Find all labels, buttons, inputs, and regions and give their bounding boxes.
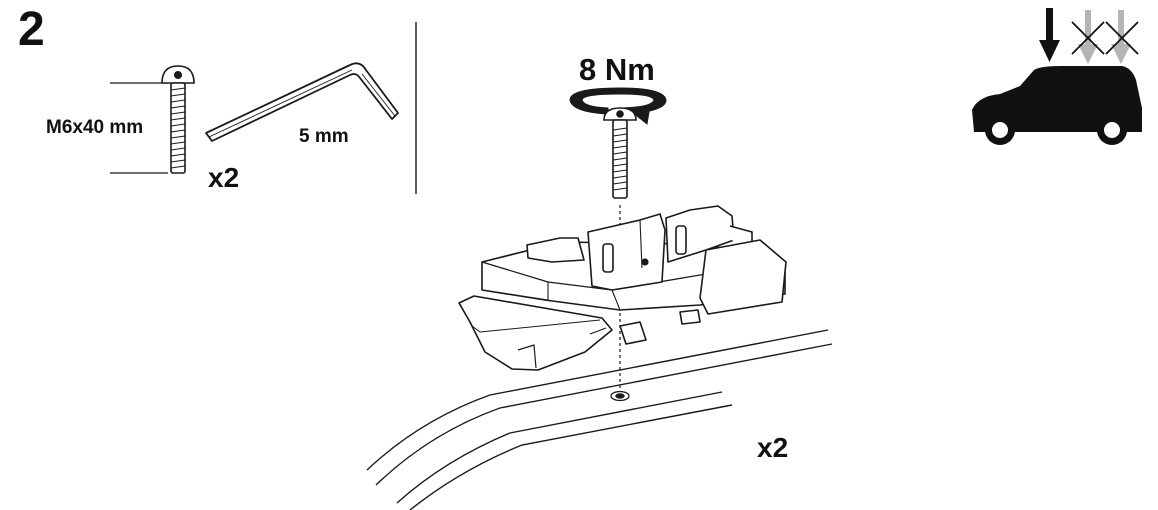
- bolt-length-dimension: [110, 82, 168, 174]
- car-silhouette-icon: [972, 66, 1142, 145]
- bolt-size-label: M6x40 mm: [46, 117, 144, 138]
- roof-rail: [366, 329, 833, 510]
- assembly-bolt: [603, 107, 637, 199]
- parts-quantity-label: x2: [208, 162, 240, 193]
- hex-key-icon: [205, 62, 399, 142]
- step-number: 2: [18, 3, 45, 56]
- bolt-icon: [161, 65, 195, 174]
- foot-quantity-label: x2: [757, 432, 789, 463]
- down-arrow-icon: [1039, 8, 1060, 62]
- hex-key-size-label: 5 mm: [299, 126, 349, 147]
- torque-arrow-icon: [569, 87, 667, 125]
- faded-down-arrow-icon: [1078, 10, 1131, 64]
- torque-label: 8 Nm: [579, 52, 655, 87]
- foot-pad: [458, 205, 787, 371]
- car-roof-load-icon: [972, 8, 1142, 145]
- cross-icon: [1071, 21, 1139, 55]
